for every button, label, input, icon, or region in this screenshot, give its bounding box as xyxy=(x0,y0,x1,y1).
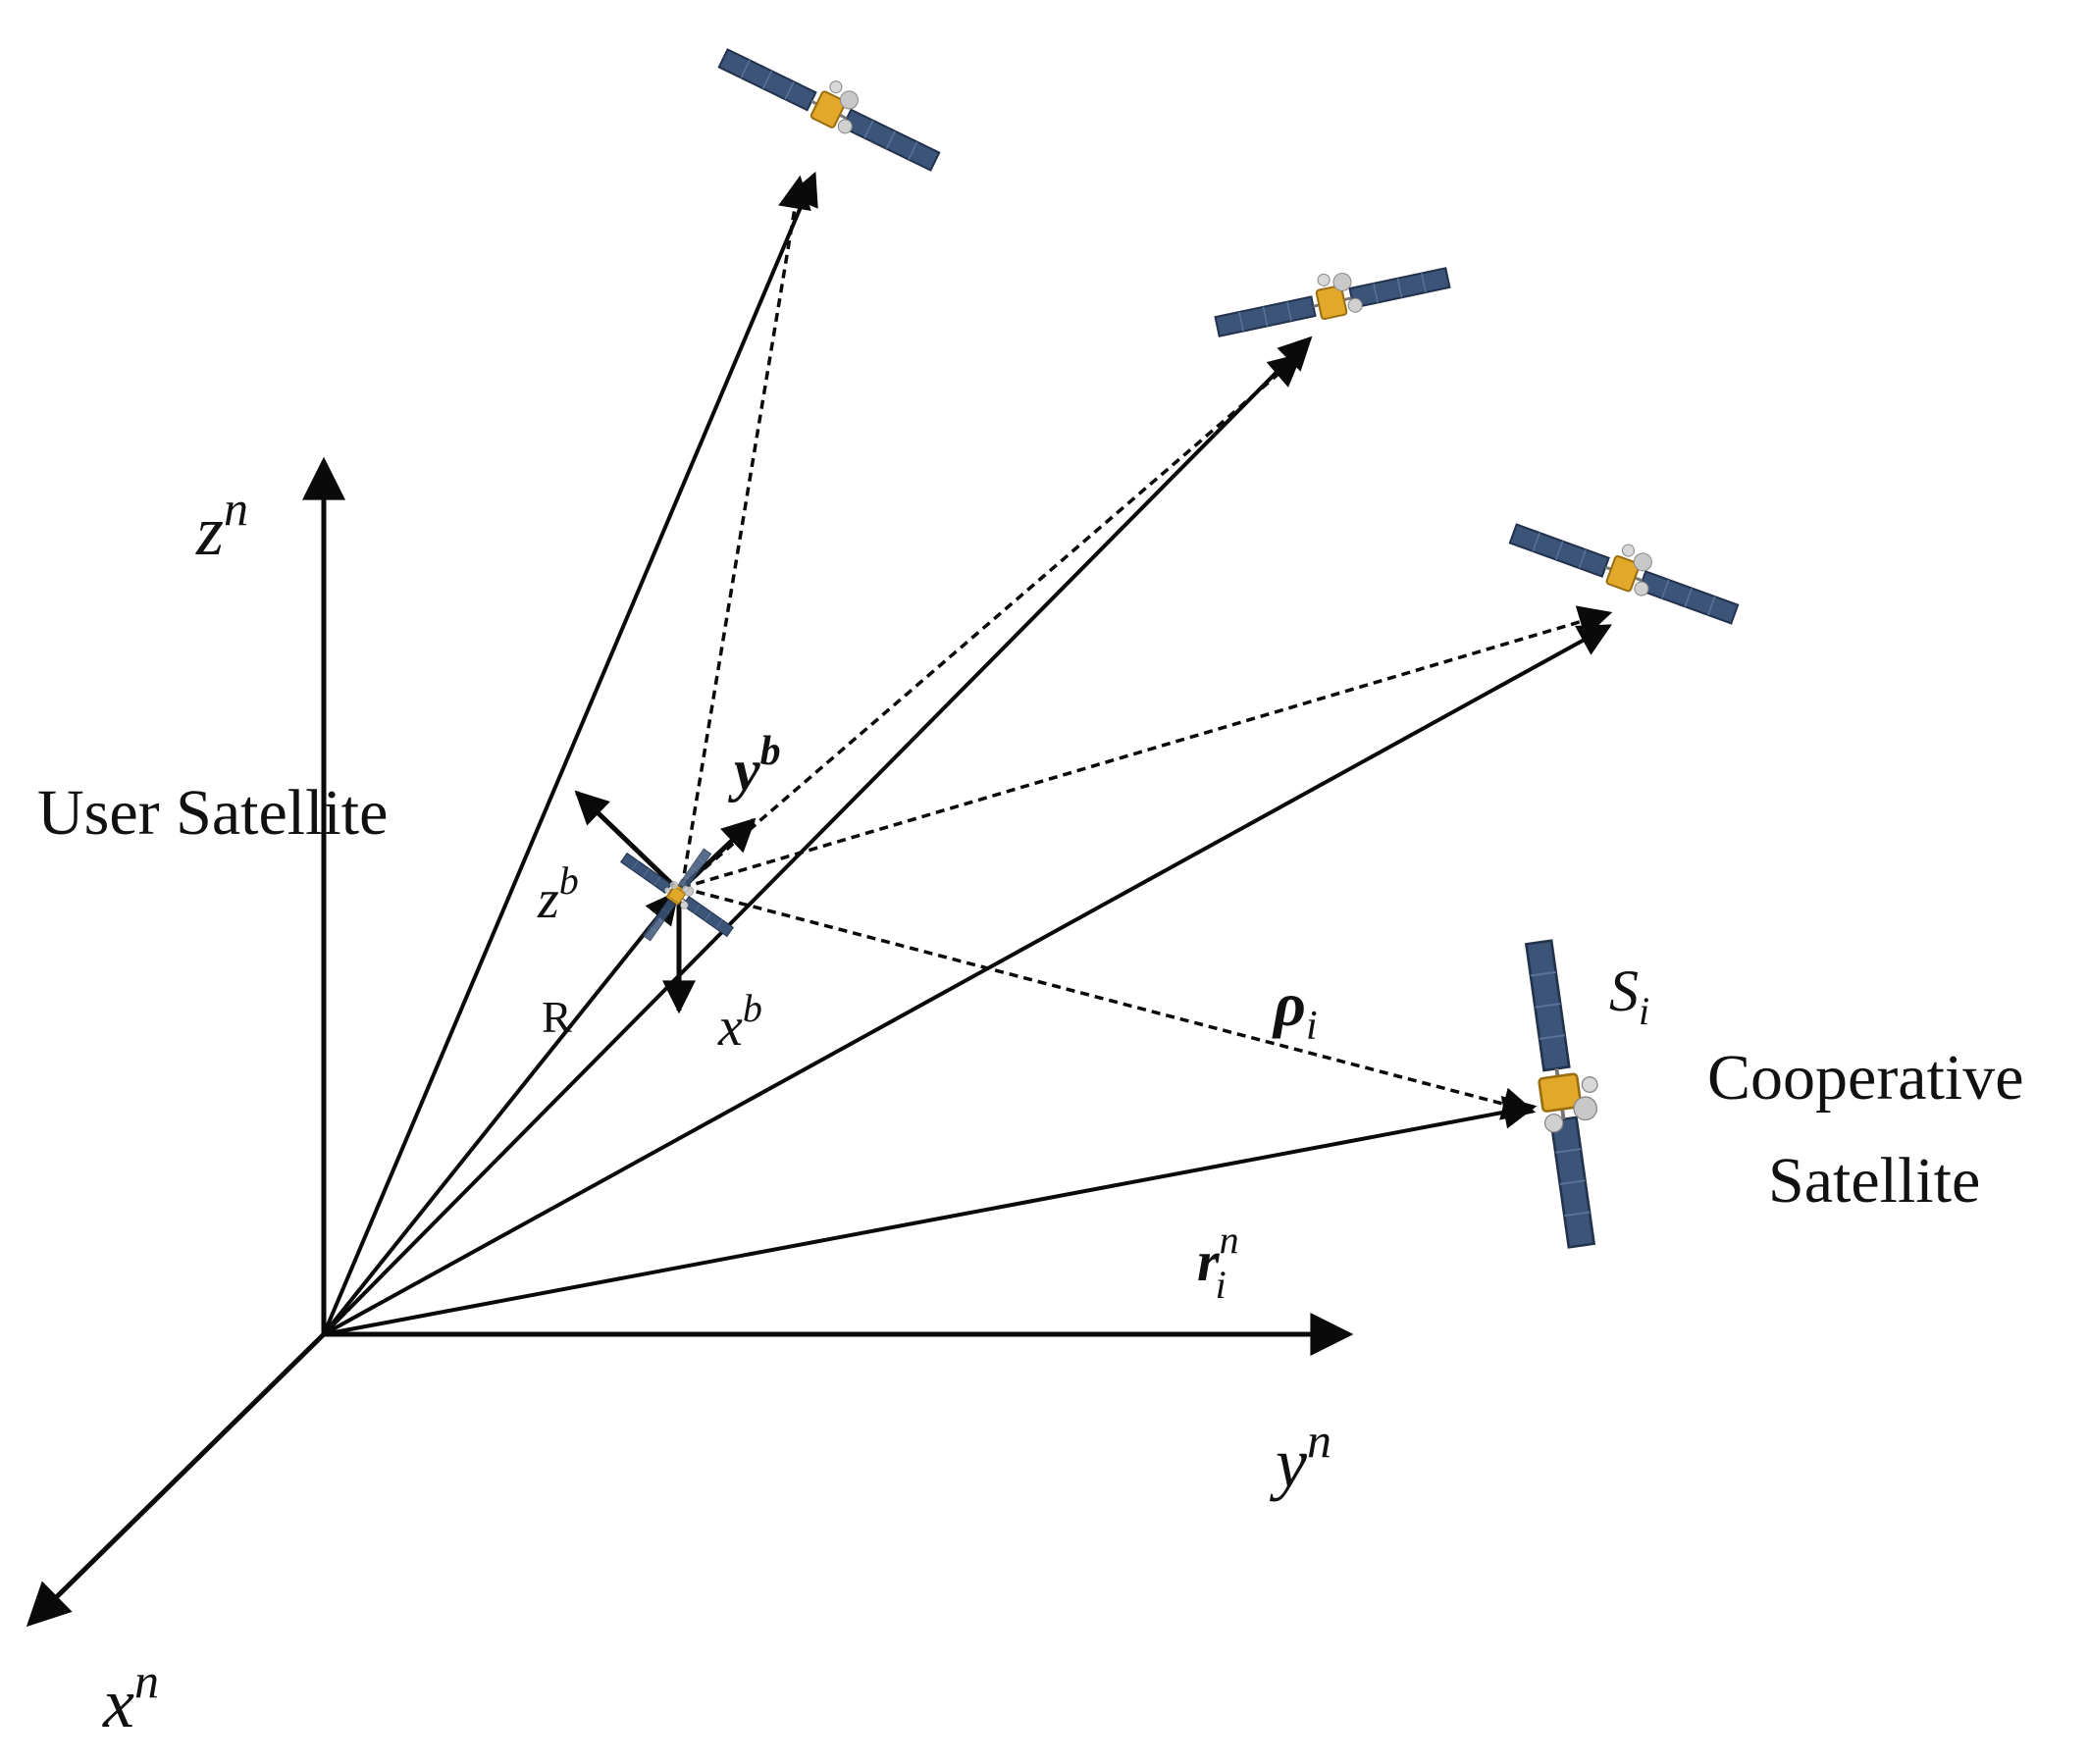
label-x-b: xb xyxy=(717,986,762,1058)
position-vectors xyxy=(322,171,1612,1336)
satellite-upper-right xyxy=(1209,247,1452,343)
vector-to-sat-upper-right xyxy=(322,336,1313,1336)
rel-to-sat-right xyxy=(681,605,1613,890)
rel-rho-i xyxy=(681,886,1537,1120)
label-x-n: xn xyxy=(102,1653,159,1742)
nav-frame-axes xyxy=(26,456,1354,1628)
vector-r-i-n xyxy=(323,1095,1538,1336)
body-frame-axes xyxy=(574,790,757,1014)
label-s-i: Si xyxy=(1609,959,1649,1033)
satellite-right xyxy=(1506,504,1747,630)
label-y-n: yn xyxy=(1269,1413,1331,1502)
rel-to-sat-top xyxy=(680,175,811,889)
label-R: R xyxy=(542,992,572,1042)
label-y-b: yb xyxy=(728,729,781,803)
x-n-axis xyxy=(26,1332,326,1628)
satellite-top xyxy=(715,29,950,177)
label-z-b: zb xyxy=(537,858,579,930)
label-satellite: Satellite xyxy=(1768,1145,1980,1217)
cooperative-satellite-icon xyxy=(1518,935,1622,1251)
label-user-satellite: User Satellite xyxy=(37,777,388,849)
z-b-axis xyxy=(574,790,681,893)
relative-vectors xyxy=(680,175,1613,1120)
vector-R-user xyxy=(322,890,680,1336)
label-z-n: zn xyxy=(195,481,248,570)
vector-to-sat-right xyxy=(323,624,1612,1336)
rel-to-sat-upper-right xyxy=(680,352,1303,890)
label-rho-i: ρi xyxy=(1272,969,1318,1049)
label-cooperative: Cooperative xyxy=(1707,1042,2024,1114)
vector-to-sat-top xyxy=(322,171,818,1335)
